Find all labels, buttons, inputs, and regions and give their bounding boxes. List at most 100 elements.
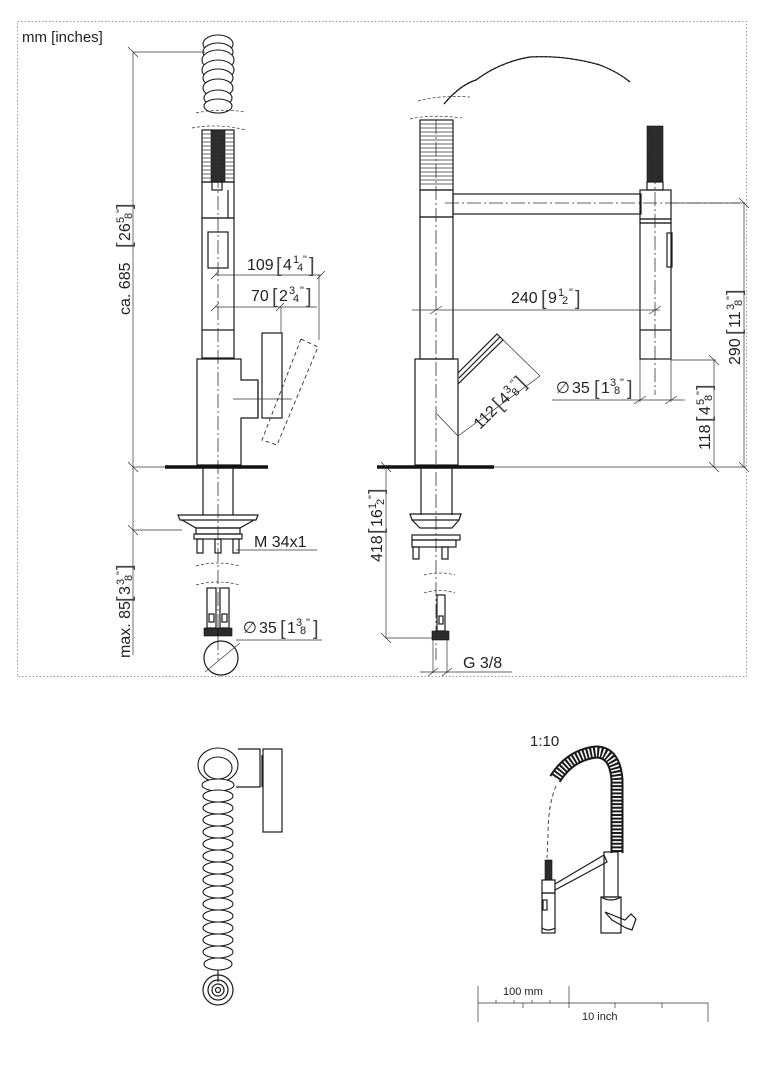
svg-text:8: 8 xyxy=(300,625,306,637)
svg-text:35: 35 xyxy=(572,380,590,397)
svg-text:]: ] xyxy=(724,289,746,295)
svg-text:2: 2 xyxy=(279,288,288,305)
svg-text:2: 2 xyxy=(562,295,568,307)
dim-overall-height: ca. 685 [ 26 5 8 " ] xyxy=(114,203,136,315)
svg-text:": " xyxy=(508,378,519,389)
svg-text:": " xyxy=(569,287,573,299)
dim-outlet-diameter: ∅ 35 [ 1 3 8 " ] xyxy=(556,377,633,400)
svg-text:[: [ xyxy=(366,528,388,534)
units-label: mm [inches] xyxy=(22,29,103,46)
svg-text:4: 4 xyxy=(283,257,292,274)
svg-text:]: ] xyxy=(306,286,312,308)
svg-text:]: ] xyxy=(366,488,388,494)
svg-text:]: ] xyxy=(309,255,315,277)
column-thread-icon xyxy=(420,123,453,185)
top-view xyxy=(197,747,283,1006)
coil-spring-top-icon xyxy=(201,34,235,114)
svg-text:]: ] xyxy=(627,378,633,400)
svg-text:240: 240 xyxy=(511,290,538,307)
scale-bar: 100 mm 10 inch xyxy=(477,986,709,1023)
svg-text:[: [ xyxy=(594,378,600,400)
coil-spring-iso-icon xyxy=(549,745,624,853)
svg-text:ca. 685: ca. 685 xyxy=(117,262,134,315)
svg-text:3: 3 xyxy=(289,285,295,297)
svg-text:3: 3 xyxy=(296,617,302,629)
svg-text:26: 26 xyxy=(117,223,134,241)
svg-text:∅: ∅ xyxy=(243,620,257,637)
svg-text:8: 8 xyxy=(123,575,135,581)
svg-text:418: 418 xyxy=(369,535,386,562)
svg-text:3: 3 xyxy=(725,304,737,310)
dim-spout-projection: 240 [ 9 1 2 " ] xyxy=(511,287,581,310)
svg-text:1: 1 xyxy=(367,503,379,509)
svg-text:3: 3 xyxy=(610,377,616,389)
dim-handle-length: 112 [ 4 3 8 " ] xyxy=(471,372,531,433)
coil-spring-arc-icon xyxy=(443,56,631,105)
svg-text:2: 2 xyxy=(375,499,387,505)
scale-label: 1:10 xyxy=(530,733,559,750)
svg-text:1: 1 xyxy=(601,380,610,397)
svg-text:": " xyxy=(115,209,127,213)
front-view: ca. 685 [ 26 5 8 " ] 109 [ 4 1 4 " ] 70 xyxy=(114,34,326,676)
svg-text:]: ] xyxy=(575,288,581,310)
dim-connection: G 3/8 xyxy=(463,655,502,672)
svg-text:3: 3 xyxy=(117,586,134,595)
svg-text:max. 85: max. 85 xyxy=(117,601,134,658)
svg-text:8: 8 xyxy=(614,385,620,397)
dim-thread: M 34x1 xyxy=(254,534,307,551)
svg-text:": " xyxy=(300,285,304,297)
svg-text:1: 1 xyxy=(558,287,564,299)
svg-text:16: 16 xyxy=(369,509,386,527)
svg-text:[: [ xyxy=(276,255,282,277)
svg-text:70: 70 xyxy=(251,288,269,305)
drawing-frame xyxy=(17,21,747,677)
svg-text:": " xyxy=(367,495,379,499)
svg-text:4: 4 xyxy=(297,262,303,274)
svg-text:]: ] xyxy=(313,618,319,640)
svg-text:∅: ∅ xyxy=(556,380,570,397)
svg-text:[: [ xyxy=(272,286,278,308)
svg-text:35: 35 xyxy=(259,620,277,637)
svg-text:4: 4 xyxy=(697,406,714,415)
scale-bar-imperial-label: 10 inch xyxy=(582,1011,617,1023)
hole-circle-icon xyxy=(203,640,239,676)
svg-text:[: [ xyxy=(694,416,716,422)
svg-text:]: ] xyxy=(114,203,136,209)
svg-text:": " xyxy=(725,296,737,300)
svg-text:109: 109 xyxy=(247,257,274,274)
svg-text:8: 8 xyxy=(123,213,135,219)
svg-text:[: [ xyxy=(541,288,547,310)
svg-text:5: 5 xyxy=(115,217,127,223)
svg-text:]: ] xyxy=(114,564,136,570)
dim-handle-reach: 70 [ 2 3 4 " ] xyxy=(251,285,312,308)
svg-text:": " xyxy=(306,617,310,629)
svg-text:[: [ xyxy=(280,618,286,640)
svg-text:[: [ xyxy=(114,596,136,602)
svg-text:1: 1 xyxy=(287,620,296,637)
svg-text:4: 4 xyxy=(293,293,299,305)
svg-text:9: 9 xyxy=(548,290,557,307)
svg-text:": " xyxy=(303,254,307,266)
dim-hole-diameter: ∅ 35 [ 1 3 8 " ] xyxy=(243,617,319,640)
side-view: 240 [ 9 1 2 " ] 290 [ 11 3 8 " ] 118 xyxy=(366,56,750,677)
dim-outlet-height: 118 [ 4 5 8 " ] xyxy=(694,384,716,450)
svg-text:3: 3 xyxy=(115,579,127,585)
svg-text:[: [ xyxy=(724,329,746,335)
isometric-view xyxy=(541,745,637,934)
svg-text:[: [ xyxy=(114,242,136,248)
svg-text:": " xyxy=(115,571,127,575)
svg-text:1: 1 xyxy=(293,254,299,266)
dim-supply-length: 418 [ 16 1 2 " ] xyxy=(366,488,388,562)
coil-spring-vertical-icon xyxy=(197,747,239,971)
dim-max-deck: max. 85 [ 3 3 8 " ] xyxy=(114,564,136,658)
svg-text:11: 11 xyxy=(727,311,744,328)
svg-text:5: 5 xyxy=(695,399,707,405)
svg-text:]: ] xyxy=(694,384,716,390)
svg-text:": " xyxy=(695,391,707,395)
scale-bar-metric-label: 100 mm xyxy=(503,986,543,998)
svg-text:290: 290 xyxy=(727,338,744,365)
svg-text:": " xyxy=(620,377,624,389)
svg-text:8: 8 xyxy=(703,395,715,401)
dim-spout-height: 290 [ 11 3 8 " ] xyxy=(724,289,746,365)
